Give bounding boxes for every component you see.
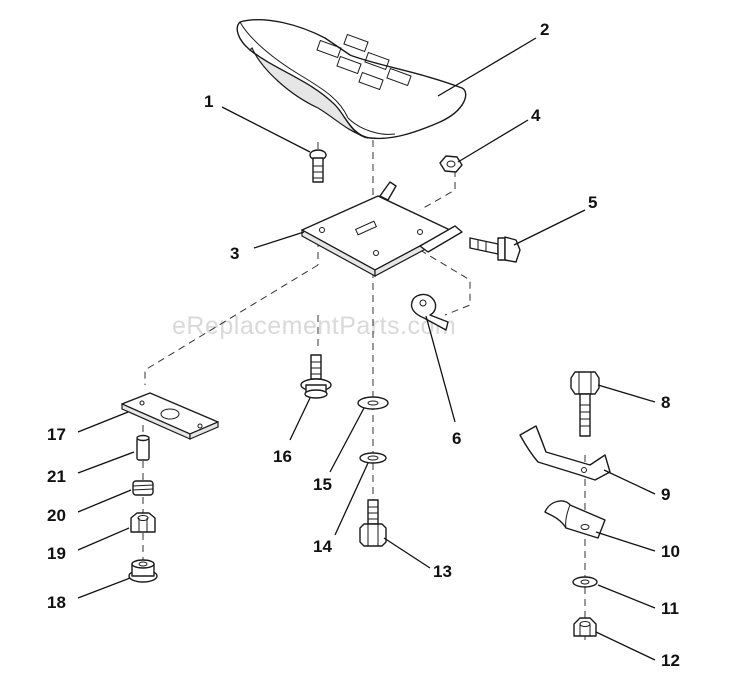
seat-plate-part-3[interactable] (301, 181, 463, 278)
callout-20: 20 (47, 506, 66, 525)
callout-4: 4 (531, 106, 541, 125)
lock-washer-part-14[interactable] (359, 452, 387, 464)
seat-part-2[interactable] (236, 19, 467, 140)
callout-21: 21 (47, 467, 66, 486)
washer-part-11[interactable] (572, 576, 598, 588)
callout-1: 1 (204, 92, 213, 111)
callout-13: 13 (433, 562, 452, 581)
spring-part-20[interactable] (132, 480, 154, 496)
hex-nut-part-4[interactable] (439, 155, 463, 173)
bracket-part-17[interactable] (121, 392, 219, 440)
callout-17: 17 (47, 425, 66, 444)
cable-clip-part-6[interactable] (410, 293, 449, 331)
hex-bolt-part-13[interactable] (359, 499, 387, 547)
hex-bolt-part-8[interactable] (570, 371, 600, 437)
callout-15: 15 (313, 475, 332, 494)
callouts: 1 2 3 4 5 6 8 9 10 11 12 13 14 15 16 17 … (47, 20, 680, 670)
callout-9: 9 (661, 485, 670, 504)
flange-nut-part-18[interactable] (128, 559, 158, 583)
nut-part-19[interactable] (130, 512, 156, 533)
nut-part-12[interactable] (573, 617, 597, 637)
callout-8: 8 (661, 393, 670, 412)
callout-16: 16 (273, 447, 292, 466)
callout-11: 11 (661, 599, 679, 618)
callout-5: 5 (588, 193, 597, 212)
callout-19: 19 (47, 544, 66, 563)
callout-14: 14 (313, 537, 332, 556)
spacer-part-21[interactable] (136, 434, 150, 461)
carriage-bolt-part-1[interactable] (309, 149, 327, 183)
callout-3: 3 (230, 244, 239, 263)
watermark: eReplacementParts.com (172, 312, 456, 340)
shoulder-bolt-part-5[interactable] (469, 236, 521, 263)
callout-18: 18 (47, 593, 66, 612)
clamp-part-10[interactable] (544, 500, 606, 539)
callout-6: 6 (452, 429, 461, 448)
flange-bolt-part-16[interactable] (300, 354, 332, 399)
bracket-part-9[interactable] (519, 425, 611, 481)
callout-12: 12 (661, 651, 680, 670)
leader-lines (77, 37, 656, 661)
callout-2: 2 (540, 20, 549, 39)
callout-10: 10 (661, 542, 680, 561)
washer-part-15[interactable] (357, 396, 389, 410)
